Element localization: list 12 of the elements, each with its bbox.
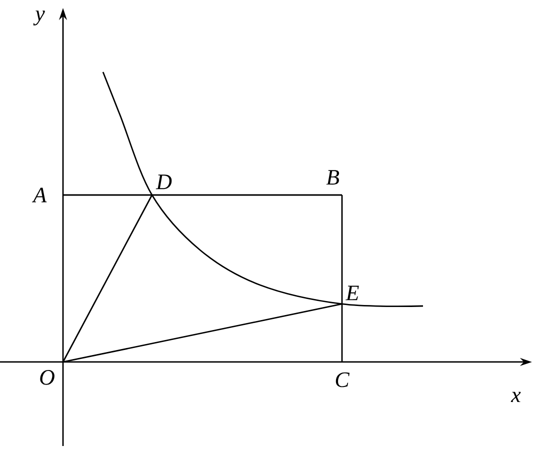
line-segment [62, 194, 153, 362]
point-label: C [336, 372, 350, 388]
axis-label: x [510, 392, 521, 402]
line-segment [341, 195, 343, 362]
point-label: O [40, 370, 54, 385]
line-segment [62, 303, 342, 363]
point-label: E [346, 286, 359, 300]
point-label: B [326, 170, 340, 185]
axis-label: y [33, 10, 45, 26]
point-label: D [156, 174, 172, 190]
point-label: A [32, 188, 47, 202]
line-segment [63, 194, 342, 196]
